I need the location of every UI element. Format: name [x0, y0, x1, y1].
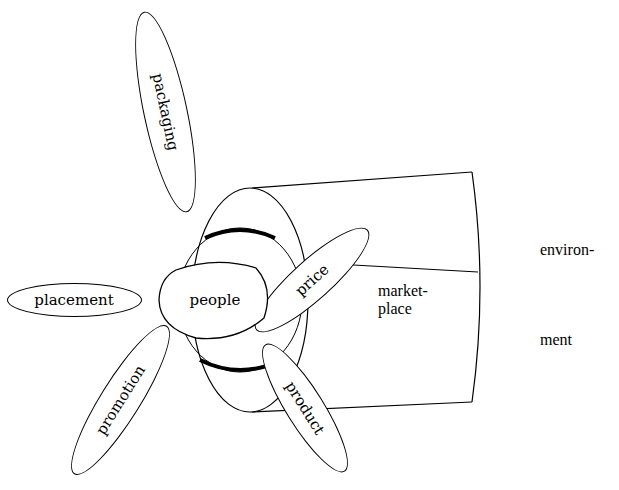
- placement-blade: placement: [7, 283, 142, 317]
- people-hub: people: [156, 258, 274, 342]
- node-label: people: [190, 291, 241, 309]
- node-label: price: [292, 260, 333, 299]
- node-label: promotion: [92, 362, 149, 438]
- cylinder-back-end: [472, 172, 480, 402]
- packaging-blade: packaging: [122, 7, 208, 217]
- environment-label: environ- ment: [540, 205, 610, 385]
- cylinder-top-edge: [252, 172, 472, 188]
- promotion-blade: promotion: [57, 315, 184, 485]
- marketplace-region: market- place: [373, 275, 443, 325]
- hub-ring-shadow: [205, 230, 275, 238]
- node-label: placement: [34, 291, 113, 309]
- node-label: packaging: [148, 72, 182, 153]
- node-label: market- place: [378, 282, 438, 319]
- node-label: product: [282, 378, 329, 438]
